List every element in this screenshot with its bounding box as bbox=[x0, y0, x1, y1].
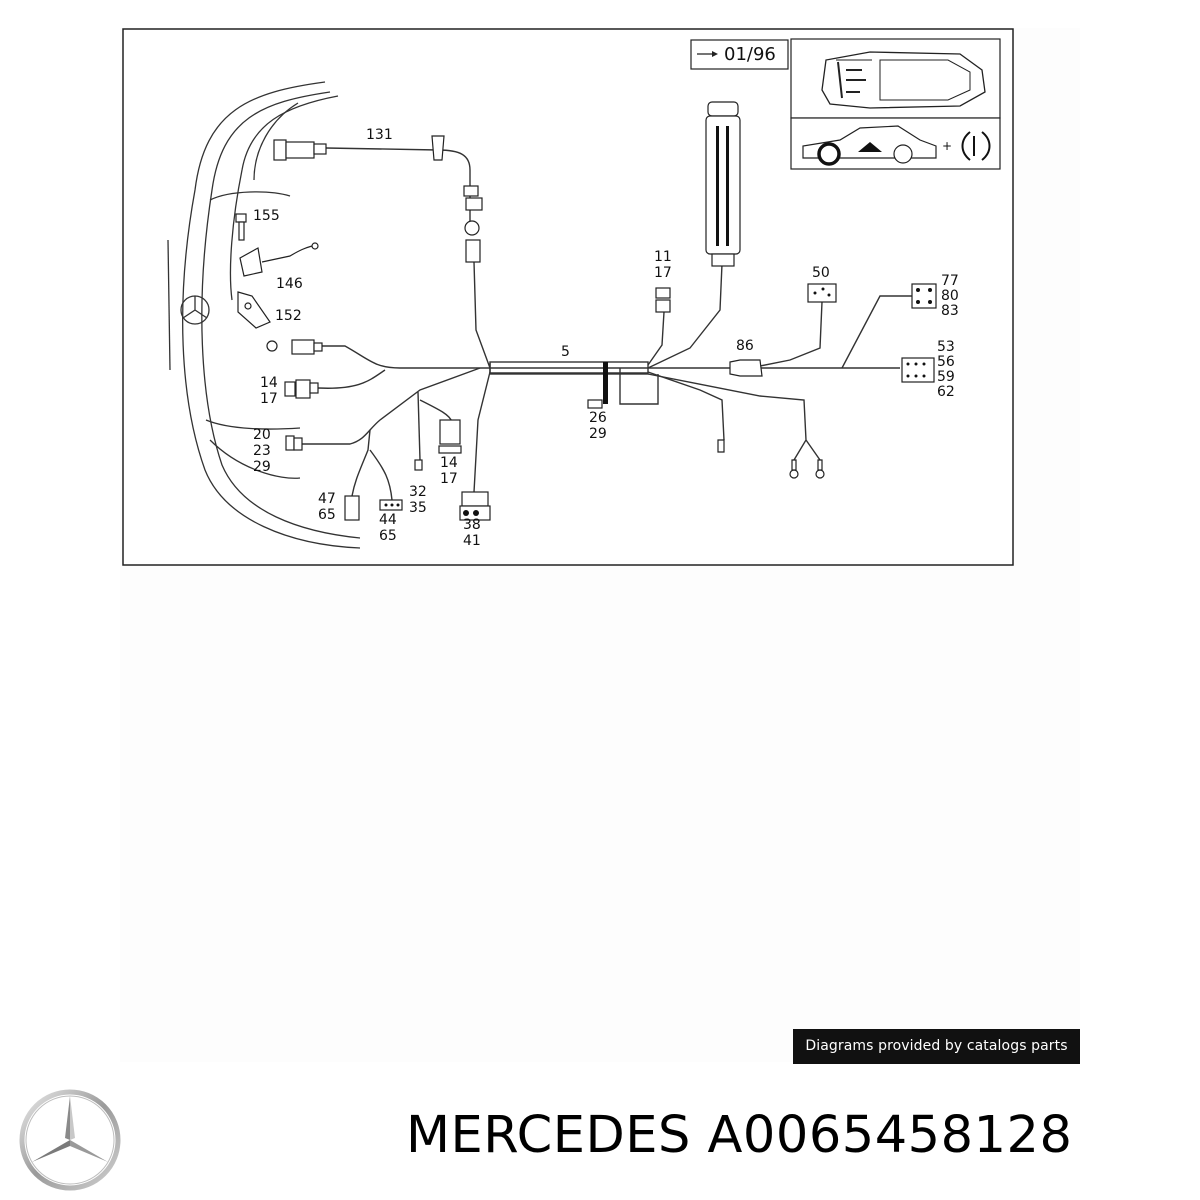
brand-name: MERCEDES bbox=[406, 1106, 691, 1165]
label-29-right: 29 bbox=[589, 426, 607, 442]
label-5: 5 bbox=[561, 344, 570, 360]
label-14-left: 14 bbox=[260, 375, 278, 391]
label-38: 38 bbox=[463, 517, 481, 533]
label-44: 44 bbox=[379, 512, 397, 528]
label-29-left: 29 bbox=[253, 459, 271, 475]
label-56: 56 bbox=[937, 354, 955, 370]
label-131: 131 bbox=[366, 127, 393, 143]
harness-tie bbox=[603, 362, 608, 404]
mercedes-star-logo bbox=[19, 1089, 121, 1191]
label-53: 53 bbox=[937, 339, 955, 355]
label-47: 47 bbox=[318, 491, 336, 507]
label-83: 83 bbox=[941, 303, 959, 319]
connector-pins bbox=[384, 126, 932, 516]
label-17-right: 17 bbox=[654, 265, 672, 281]
label-32: 32 bbox=[409, 484, 427, 500]
car-side-view-icon: + bbox=[790, 117, 1001, 170]
label-20: 20 bbox=[253, 427, 271, 443]
product-title: MERCEDES A0065458128 bbox=[406, 1106, 1072, 1165]
label-146: 146 bbox=[276, 276, 303, 292]
label-17-left: 17 bbox=[260, 391, 278, 407]
label-17-lower: 17 bbox=[440, 471, 458, 487]
date-code-box: 01/96 bbox=[690, 39, 789, 70]
label-41: 41 bbox=[463, 533, 481, 549]
label-155: 155 bbox=[253, 208, 280, 224]
label-62: 62 bbox=[937, 384, 955, 400]
label-65-left: 65 bbox=[318, 507, 336, 523]
label-80: 80 bbox=[941, 288, 959, 304]
part-number: A0065458128 bbox=[707, 1106, 1073, 1165]
label-26: 26 bbox=[589, 410, 607, 426]
label-50: 50 bbox=[812, 265, 830, 281]
connectors bbox=[235, 101, 937, 521]
label-77: 77 bbox=[941, 273, 959, 289]
car-top-view-icon bbox=[790, 38, 1001, 119]
diagram-credit-banner: Diagrams provided by catalogs parts bbox=[793, 1029, 1080, 1064]
label-65-mid: 65 bbox=[379, 528, 397, 544]
label-14-lower: 14 bbox=[440, 455, 458, 471]
wiring-harness bbox=[300, 147, 912, 501]
svg-text:+: + bbox=[942, 139, 952, 153]
label-86: 86 bbox=[736, 338, 754, 354]
label-23: 23 bbox=[253, 443, 271, 459]
date-code: 01/96 bbox=[724, 44, 776, 65]
callout-labels: 131 155 146 152 14 17 20 23 29 47 65 44 … bbox=[253, 127, 959, 549]
label-35: 35 bbox=[409, 500, 427, 516]
car-front-outline bbox=[167, 81, 361, 549]
label-59: 59 bbox=[937, 369, 955, 385]
label-11: 11 bbox=[654, 249, 672, 265]
label-152: 152 bbox=[275, 308, 302, 324]
